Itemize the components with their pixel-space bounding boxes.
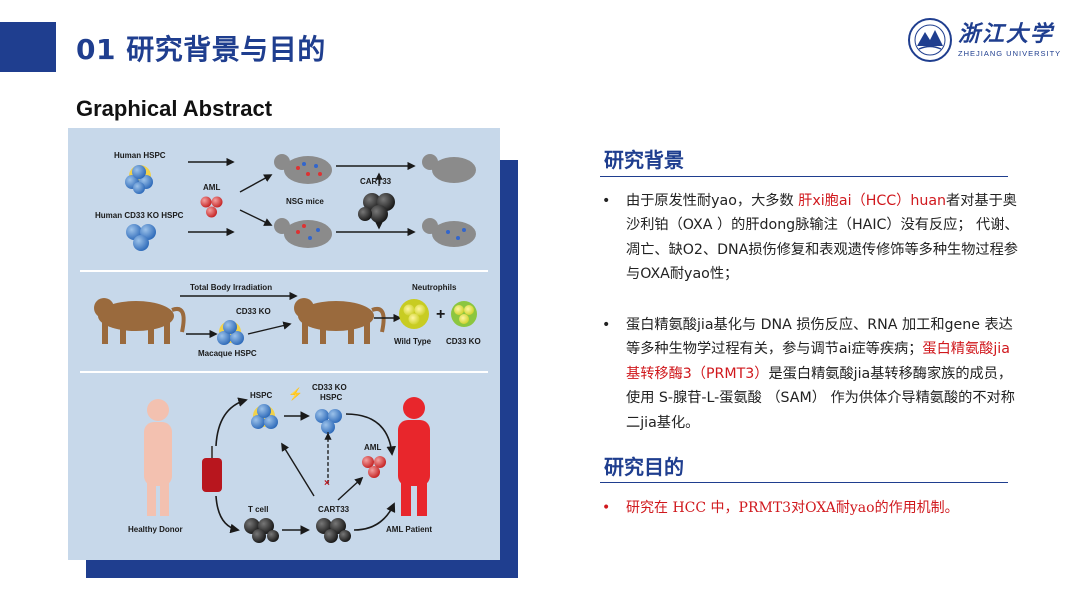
label-wild-type: Wild Type — [394, 337, 432, 346]
cart33-cells-top — [358, 193, 395, 223]
background-bullet-1: • 由于原发性耐yao，大多数 肝xi胞ai（HCC）huan者对基于奥沙利铂（… — [602, 189, 1022, 287]
label-hspc: HSPC — [250, 391, 272, 400]
hspc-cells — [251, 404, 278, 429]
label-cd33-ko-neutrophil: CD33 KO — [446, 337, 481, 346]
label-aml-patient: AML Patient — [386, 525, 432, 534]
macaque-left — [94, 298, 186, 344]
aml-cells-bottom — [362, 456, 386, 478]
university-name-cn: 浙江大学 — [958, 21, 1055, 47]
neutrophil-wild-type — [399, 299, 429, 329]
slide-title: 01 研究背景与目的 — [76, 33, 326, 66]
figure-svg: Human HSPC AML Human CD33 KO HSPC NSG mi… — [80, 151, 488, 543]
university-logo — [908, 18, 952, 62]
label-nsg-mice: NSG mice — [286, 197, 324, 206]
label-total-body-irradiation: Total Body Irradiation — [190, 283, 272, 292]
blood-bag — [202, 446, 222, 492]
label-human-cd33-ko-hspc: Human CD33 KO HSPC — [95, 211, 184, 220]
aml-patient-figure — [398, 397, 430, 516]
purpose-bullet: • 研究在 HCC 中，PRMT3对OXA耐yao的作用机制。 — [602, 496, 1046, 520]
label-aml-bottom: AML — [364, 443, 381, 452]
cd33-ko-hspc-cells-bottom — [315, 409, 342, 434]
neutrophil-cd33-ko — [451, 301, 477, 327]
purpose-heading-rule — [600, 482, 1008, 483]
bullet-dot: • — [602, 500, 611, 516]
label-cd33-ko-hspc-line2: HSPC — [320, 393, 342, 402]
label-cd33-ko-hspc-line1: CD33 KO — [312, 383, 347, 392]
t-cells — [244, 518, 279, 543]
label-macaque-hspc: Macaque HSPC — [198, 349, 257, 358]
macaque-right — [294, 298, 386, 344]
background-heading: 研究背景 — [604, 148, 684, 172]
background-bullet-2: • 蛋白精氨酸jia基化与 DNA 损伤反应、RNA 加工和gene 表达等多种… — [602, 313, 1022, 435]
label-neutrophils: Neutrophils — [412, 283, 457, 292]
label-cd33-ko-macaque: CD33 KO — [236, 307, 271, 316]
purpose-heading: 研究目的 — [604, 455, 684, 479]
block-x-mark: × — [324, 478, 330, 489]
graphical-abstract-title: Graphical Abstract — [76, 96, 273, 121]
macaque-hspc-cells — [217, 320, 244, 345]
mouse-top — [274, 154, 332, 184]
aml-cells — [200, 196, 223, 218]
label-t-cell: T cell — [248, 505, 268, 514]
label-aml: AML — [203, 183, 220, 192]
bullet-dot: • — [602, 193, 611, 209]
background-heading-rule — [600, 176, 1008, 177]
label-cart33-bottom: CART33 — [318, 505, 350, 514]
human-hspc-cells — [125, 165, 153, 194]
label-cart33-top: CART33 — [360, 177, 392, 186]
label-healthy-donor: Healthy Donor — [128, 525, 183, 534]
cart33-cells-bottom — [316, 518, 351, 543]
lightning-icon-left: ⚡ — [288, 387, 303, 401]
graphical-abstract-figure: Human HSPC AML Human CD33 KO HSPC NSG mi… — [68, 128, 500, 560]
mouse-result-bottom — [422, 218, 476, 247]
bullet-dot: • — [602, 317, 611, 333]
university-name-en: ZHEJIANG UNIVERSITY — [958, 49, 1062, 58]
plus-symbol: + — [436, 306, 445, 323]
label-human-hspc: Human HSPC — [114, 151, 166, 160]
healthy-donor-figure — [144, 399, 172, 516]
mouse-result-top — [422, 154, 476, 183]
title-accent-bar — [0, 22, 56, 72]
cd33-ko-hspc-cells — [126, 224, 156, 251]
mouse-bottom — [274, 218, 332, 248]
